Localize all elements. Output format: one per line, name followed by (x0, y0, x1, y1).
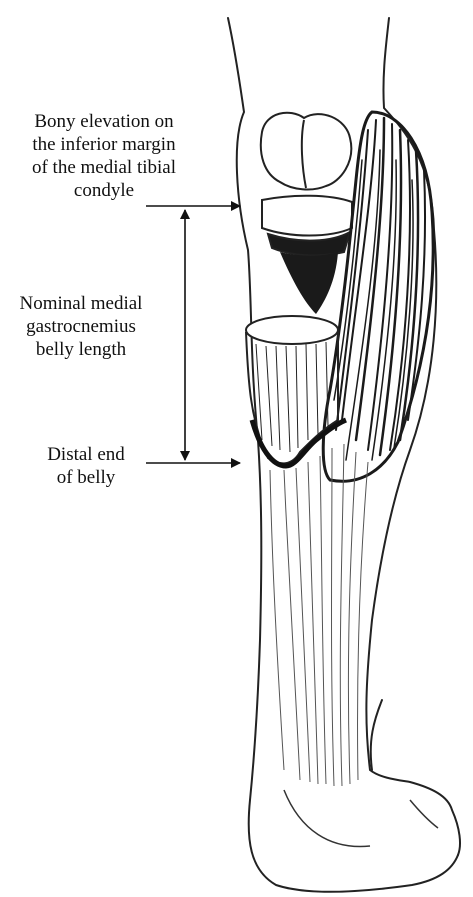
label-line: Bony elevation on (4, 110, 204, 133)
label-line: Distal end (20, 443, 152, 466)
label-distal-end: Distal end of belly (20, 443, 152, 489)
achilles-tendon (270, 444, 368, 786)
label-line: Nominal medial (0, 292, 162, 315)
label-line: condyle (4, 179, 204, 202)
label-line: the inferior margin (4, 133, 204, 156)
popliteal-shading (280, 252, 338, 314)
label-line: of the medial tibial (4, 156, 204, 179)
heel (284, 790, 438, 847)
label-line: gastrocnemius (0, 315, 162, 338)
tibial-plateau (262, 196, 352, 256)
label-belly-length: Nominal medial gastrocnemius belly lengt… (0, 292, 162, 361)
label-line: belly length (0, 338, 162, 361)
femoral-condyles (261, 113, 351, 190)
label-line: of belly (20, 466, 152, 489)
label-medial-tibial-condyle: Bony elevation on the inferior margin of… (4, 110, 204, 202)
